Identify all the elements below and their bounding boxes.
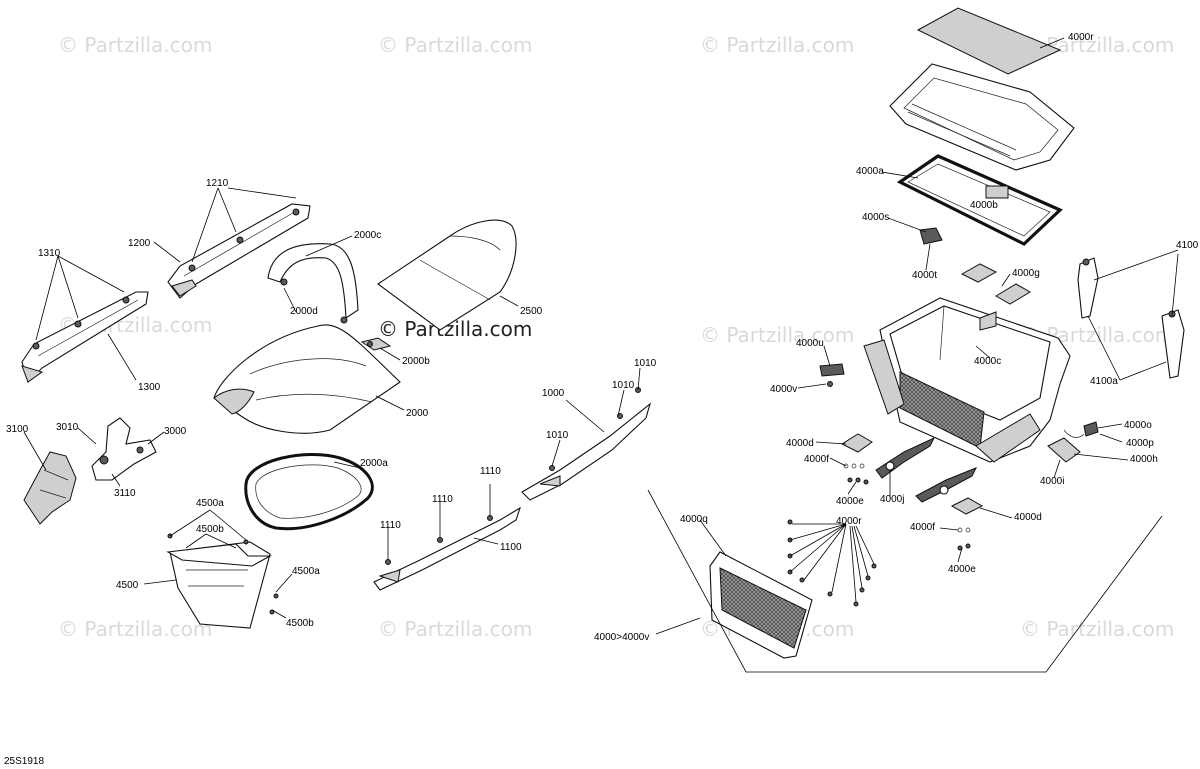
callout-3010: 3010: [56, 422, 79, 433]
lid-assembly[interactable]: [889, 63, 1075, 171]
callout-3000: 3000: [164, 426, 187, 437]
callout-4500b: 4500b: [196, 524, 224, 535]
callout-4000t: 4000t: [912, 270, 937, 281]
part-3100-guard[interactable]: [23, 451, 77, 525]
callout-1200: 1200: [128, 238, 151, 249]
callout-2000: 2000: [406, 408, 429, 419]
part-2000a-gasket[interactable]: [244, 453, 374, 531]
part-4000f-washers[interactable]: [843, 463, 971, 533]
group-bracket-lines: [647, 489, 1163, 673]
callout-1310: 1310: [38, 248, 61, 259]
part-2000c-rear-cowl[interactable]: [267, 243, 359, 324]
watermark-text: © Partzilla.com: [700, 323, 854, 347]
watermark-text: © Partzilla.com: [58, 33, 212, 57]
callout-4000f: 4000f: [804, 454, 829, 465]
part-2500-seat-cover[interactable]: [377, 219, 517, 331]
callout-4000f: 4000f: [910, 522, 935, 533]
part-4000o-lock[interactable]: [1063, 421, 1099, 438]
callout-4000e: 4000e: [948, 564, 976, 575]
callout-1010: 1010: [546, 430, 569, 441]
callout-2000d: 2000d: [290, 306, 318, 317]
callout-4100: 4100: [1176, 240, 1199, 251]
callout-4000r: 4000r: [1068, 32, 1094, 43]
callout-4000d: 4000d: [1014, 512, 1042, 523]
watermark-text: © Partzilla.com: [700, 33, 854, 57]
watermark-text: © Partzilla.com: [58, 617, 212, 641]
callout-4000c: 4000c: [974, 356, 1001, 367]
callout-1110: 1110: [432, 494, 453, 505]
watermark-text: © Partzilla.com: [1020, 617, 1174, 641]
callout-4000b: 4000b: [970, 200, 998, 211]
callout-3100: 3100: [6, 424, 29, 435]
callout-4000v: 4000v: [770, 384, 797, 395]
part-4100-strut[interactable]: [1077, 257, 1185, 379]
part-2000-seat[interactable]: [213, 324, 401, 434]
callout-2500: 2500: [520, 306, 543, 317]
part-1000-rail[interactable]: [521, 387, 652, 501]
callout-4000r: 4000r: [836, 516, 862, 527]
part-4000g-labels[interactable]: [960, 263, 1031, 305]
part-4000q-mesh-panel[interactable]: [709, 551, 813, 659]
callout-2000c: 2000c: [354, 230, 381, 241]
callout-2000b: 2000b: [402, 356, 430, 367]
callout-4000a: 4000a: [856, 166, 884, 177]
part-1300-side-trim[interactable]: [21, 291, 149, 384]
callout-4000o: 4000o: [1124, 420, 1152, 431]
callout-1110: 1110: [380, 520, 401, 531]
callout-4000h: 4000h: [1130, 454, 1158, 465]
part-4000h-hinge[interactable]: [1047, 437, 1081, 463]
callout-1010: 1010: [634, 358, 657, 369]
callout-4000i: 4000i: [1040, 476, 1064, 487]
callout-4000d: 4000d: [786, 438, 814, 449]
callout-1000: 1000: [542, 388, 565, 399]
part-4000a-lid-seal[interactable]: [896, 154, 1063, 246]
part-4000c-case-body[interactable]: [863, 297, 1071, 463]
callout-4500b: 4500b: [286, 618, 314, 629]
callout-4000j: 4000j: [880, 494, 904, 505]
callout-4000u: 4000u: [796, 338, 824, 349]
part-2000b-bracket[interactable]: [360, 337, 392, 351]
callout-4000s: 4000s: [862, 212, 889, 223]
part-4000r-top-liner[interactable]: [916, 7, 1062, 75]
callout-3110: 3110: [114, 488, 136, 499]
callout-4100a: 4100a: [1090, 376, 1118, 387]
callout-2000a: 2000a: [360, 458, 388, 469]
callout-4000e: 4000e: [836, 496, 864, 507]
part-4000d-hinge-right[interactable]: [950, 497, 984, 515]
callout-1110: 1110: [480, 466, 501, 477]
watermark-text: © Partzilla.com: [378, 33, 532, 57]
part-4000e-screws[interactable]: [847, 477, 971, 551]
part-4000u-hinge[interactable]: [819, 363, 845, 387]
part-3000-bracket[interactable]: [91, 417, 157, 481]
part-4000r-fasteners[interactable]: [787, 519, 877, 607]
callout-1300: 1300: [138, 382, 161, 393]
part-4000s-latch[interactable]: [919, 227, 943, 245]
leader-lines: [23, 37, 1179, 635]
callout-1010: 1010: [612, 380, 635, 391]
part-4000j-straps[interactable]: [875, 436, 978, 503]
callout-1210: 1210: [206, 178, 229, 189]
part-1100-rail[interactable]: [373, 506, 521, 591]
callout-labels: 1210 1200 1310 1300 2000c 2000d 2000b 20…: [6, 32, 1199, 643]
callout-4500a: 4500a: [292, 566, 320, 577]
callout-4000p: 4000p: [1126, 438, 1154, 449]
callout-4000-range: 4000>4000v: [594, 632, 649, 643]
diagram-id: 25S1918: [4, 756, 44, 767]
callout-4000g: 4000g: [1012, 268, 1040, 279]
part-1200-side-trim[interactable]: [167, 203, 311, 299]
callout-4000q: 4000q: [680, 514, 708, 525]
watermark-text: © Partzilla.com: [378, 617, 532, 641]
part-4500-storage-bin[interactable]: [166, 533, 279, 629]
callout-1100: 1100: [500, 542, 522, 553]
callout-4500a: 4500a: [196, 498, 224, 509]
callout-4500: 4500: [116, 580, 139, 591]
part-4000d-hinge-left[interactable]: [840, 433, 873, 453]
